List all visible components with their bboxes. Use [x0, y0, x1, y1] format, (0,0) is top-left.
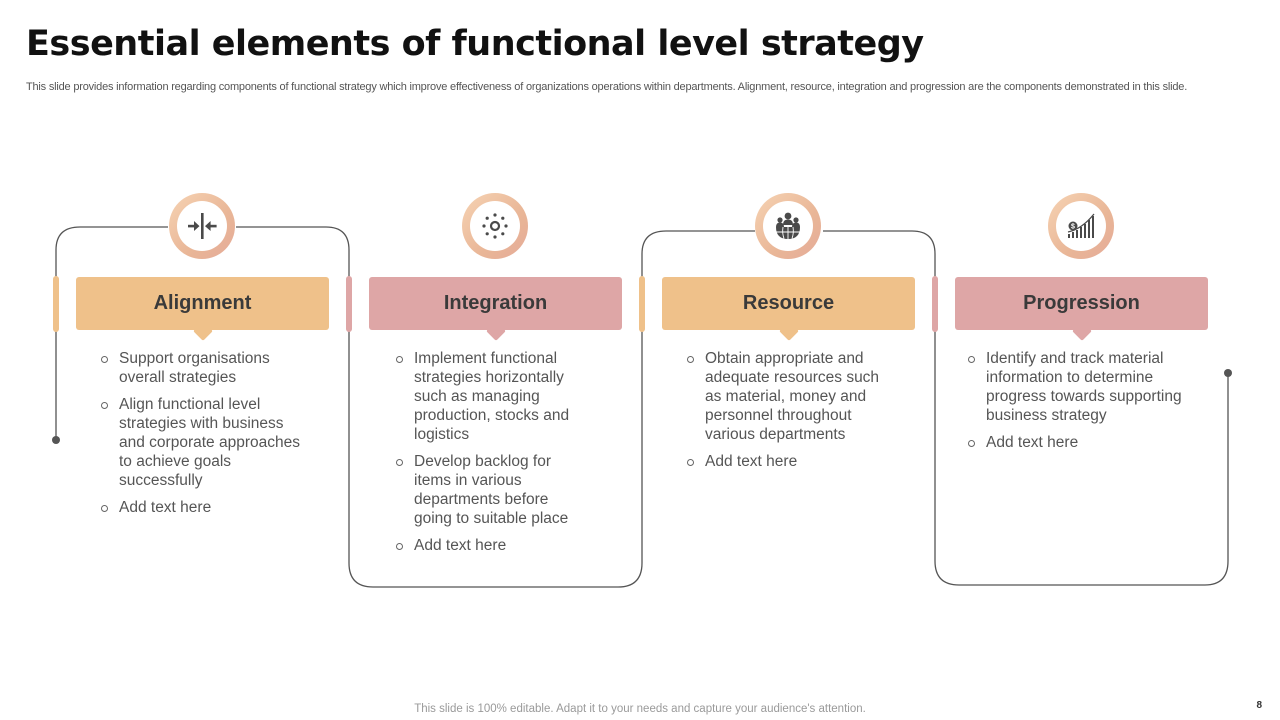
- list-item: Implement functional strategies horizont…: [396, 349, 586, 444]
- slide-subtitle: This slide provides information regardin…: [26, 81, 1188, 93]
- bullet-circle-icon: [101, 356, 108, 363]
- bullet-circle-icon: [968, 356, 975, 363]
- list-item: Add text here: [101, 498, 301, 517]
- list-item: Align functional level strategies with b…: [101, 395, 301, 490]
- slide-title: Essential elements of functional level s…: [26, 24, 924, 64]
- list-item: Identify and track material information …: [968, 349, 1188, 425]
- resource-bullet-list: Obtain appropriate and adequate resource…: [687, 349, 892, 479]
- list-item: Develop backlog for items in various dep…: [396, 452, 586, 528]
- list-item: Obtain appropriate and adequate resource…: [687, 349, 892, 444]
- alignment-icon-badge: [169, 193, 235, 259]
- progression-icon-badge: $: [1048, 193, 1114, 259]
- integration-icon-badge: [462, 193, 528, 259]
- bullet-circle-icon: [396, 356, 403, 363]
- connector-dot-start: [52, 436, 60, 444]
- page-number: 8: [1256, 700, 1262, 711]
- bullet-circle-icon: [101, 505, 108, 512]
- bullet-circle-icon: [396, 543, 403, 550]
- svg-text:$: $: [1071, 224, 1075, 231]
- bullet-circle-icon: [687, 356, 694, 363]
- accent-pill-alignment: [53, 276, 59, 332]
- slide-footer-note: This slide is 100% editable. Adapt it to…: [414, 703, 866, 715]
- arrows-converge-icon: [188, 213, 217, 239]
- list-item: Add text here: [968, 433, 1188, 452]
- bullet-circle-icon: [396, 459, 403, 466]
- heading-progression: Progression: [955, 277, 1208, 330]
- gear-network-icon: [482, 213, 508, 239]
- resource-icon-badge: [755, 193, 821, 259]
- progression-bullet-list: Identify and track material information …: [968, 349, 1188, 460]
- heading-integration: Integration: [369, 277, 622, 330]
- heading-resource: Resource: [662, 277, 915, 330]
- accent-pill-integration: [346, 276, 352, 332]
- list-item: Add text here: [396, 536, 586, 555]
- list-item: Add text here: [687, 452, 892, 471]
- connector-dot-end: [1224, 369, 1232, 377]
- bullet-circle-icon: [101, 402, 108, 409]
- global-people-icon: [776, 212, 800, 239]
- alignment-bullet-list: Support organisations overall strategies…: [101, 349, 301, 525]
- accent-pill-progression: [932, 276, 938, 332]
- list-item: Support organisations overall strategies: [101, 349, 301, 387]
- bullet-circle-icon: [968, 440, 975, 447]
- accent-pill-resource: [639, 276, 645, 332]
- heading-alignment: Alignment: [76, 277, 329, 330]
- money-growth-chart-icon: $: [1067, 213, 1095, 238]
- integration-bullet-list: Implement functional strategies horizont…: [396, 349, 586, 563]
- bullet-circle-icon: [687, 459, 694, 466]
